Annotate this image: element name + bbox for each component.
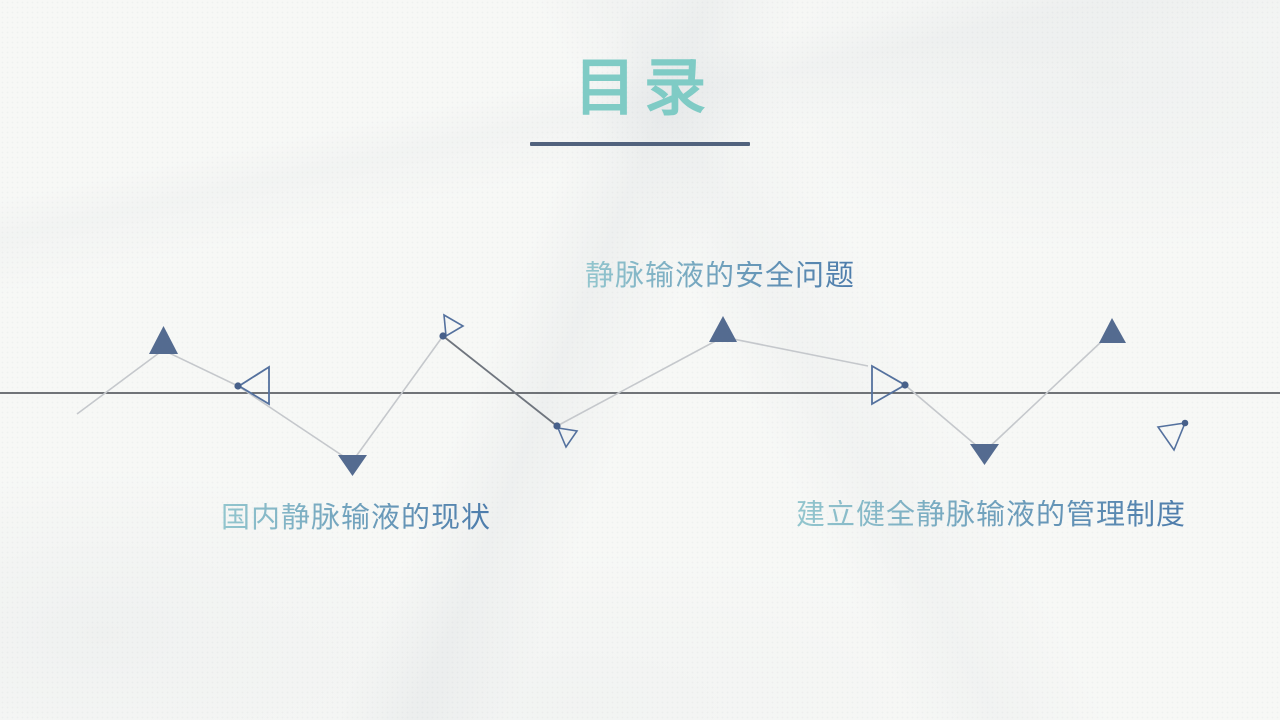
zigzag-polyline-right — [904, 341, 1102, 454]
triangle-down-outline-icon — [556, 426, 579, 449]
triangle-right-outline-icon — [871, 364, 907, 406]
section-label-safety: 静脉输液的安全问题 — [585, 260, 856, 292]
triangle-down-outline-icon — [1156, 422, 1187, 452]
slide-header: 目录 — [0, 0, 1280, 146]
triangle-down-filled-icon — [338, 455, 367, 476]
section-label-status: 国内静脉输液的现状 — [221, 502, 492, 534]
zigzag-polyline-middle — [556, 336, 869, 427]
section-label-management: 建立健全静脉输液的管理制度 — [796, 499, 1187, 531]
vertex-dot — [234, 382, 242, 390]
vertex-dot — [439, 332, 447, 340]
triangle-up-filled-icon — [709, 316, 737, 342]
vertex-dot — [1181, 419, 1189, 427]
zigzag-segment-dark — [442, 335, 558, 427]
triangle-right-outline-icon — [443, 313, 465, 338]
vertex-dot — [553, 422, 561, 430]
triangle-up-filled-icon — [149, 326, 178, 354]
title-underline — [530, 142, 750, 146]
vertex-dot — [901, 381, 909, 389]
triangle-left-outline-icon — [237, 365, 270, 406]
triangle-up-filled-icon — [1099, 318, 1126, 343]
page-title: 目录 — [573, 54, 714, 123]
triangle-down-filled-icon — [970, 444, 999, 465]
zigzag-polyline-left — [76, 335, 444, 464]
